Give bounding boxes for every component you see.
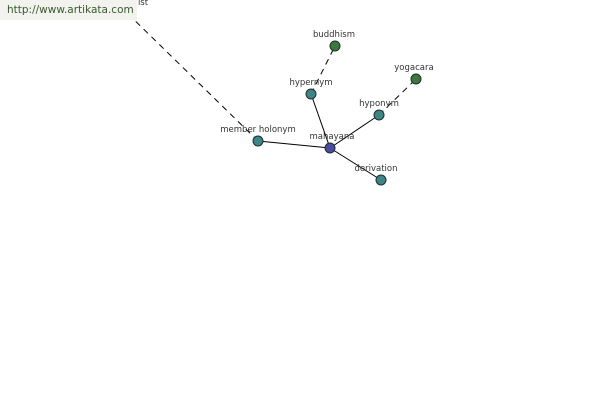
node-mahayana[interactable] [324,142,336,154]
node-derivation[interactable] [375,174,387,186]
node-label-member-holonym[interactable]: member holonym [220,125,295,135]
node-label-derivation[interactable]: derivation [354,164,397,174]
labels-layer: mahayana hypernym hyponym member holonym der… [138,0,434,174]
edge-mahayana-to-member-holonym [257,140,331,149]
edge-hyponym-to-yogacara [378,78,417,116]
node-label-hyponym[interactable]: hyponym [359,99,399,109]
site-watermark[interactable]: http://www.artikata.com [0,0,137,20]
node-label-offscreen-word[interactable]: ist [138,0,149,8]
node-hyponym[interactable] [373,109,385,121]
edge-member-holonym-to-offscreen-word [119,5,259,142]
edges-layer [119,5,417,181]
edge-mahayana-to-derivation [329,147,382,181]
edge-mahayana-to-hypernym [310,93,331,149]
node-buddhism[interactable] [329,40,341,52]
edge-mahayana-to-hyponym [329,114,380,149]
node-label-hypernym[interactable]: hypernym [289,78,332,88]
nodes-layer [252,40,422,186]
node-label-yogacara[interactable]: yogacara [394,63,433,73]
node-label-mahayana[interactable]: mahayana [310,132,355,142]
node-yogacara[interactable] [410,73,422,85]
node-member-holonym[interactable] [252,135,264,147]
edge-hypernym-to-buddhism [310,45,336,95]
node-label-buddhism[interactable]: buddhism [313,30,355,40]
node-hypernym[interactable] [305,88,317,100]
